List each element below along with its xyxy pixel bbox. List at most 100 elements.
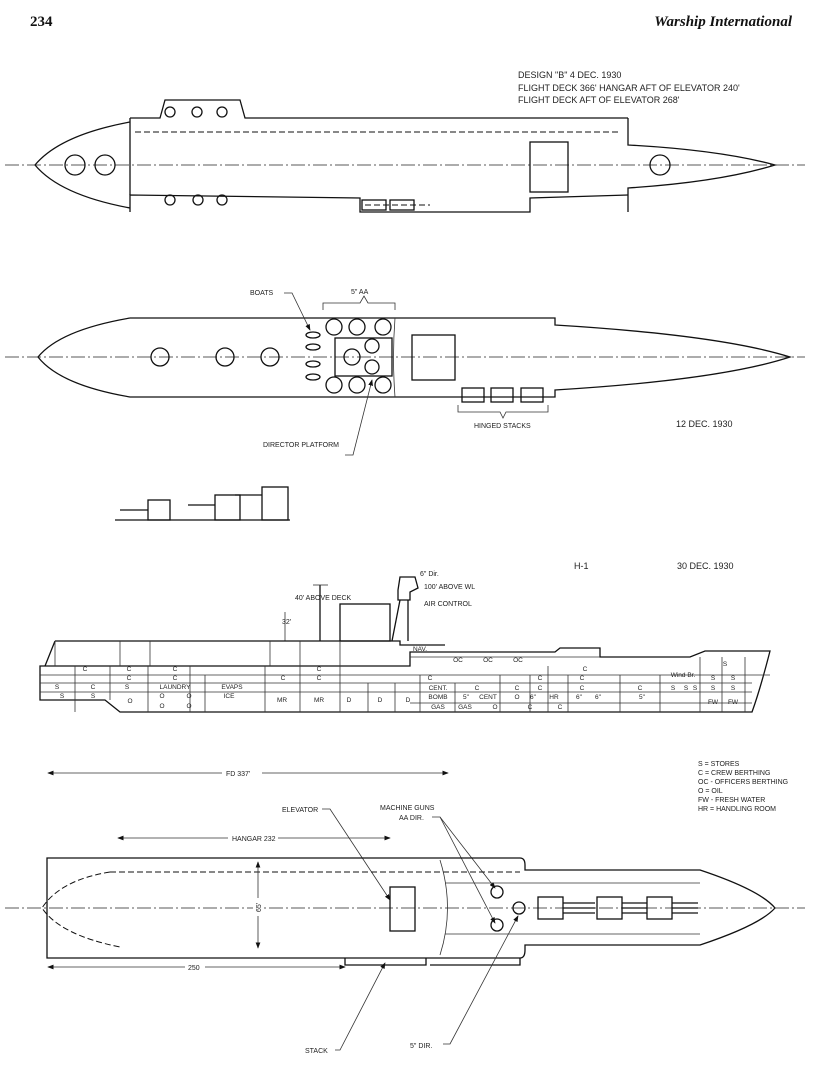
compartment-label: S (711, 675, 716, 682)
legend-item: HR = HANDLING ROOM (698, 806, 776, 813)
above-deck-label: 40' ABOVE DECK (295, 595, 352, 602)
h1-profile: H-1 30 DEC. 1930 6" Dir. 100' ABOVE WL A… (39, 561, 771, 713)
compartment-label: C (127, 675, 132, 682)
compartment-label: C (127, 666, 132, 673)
aa-guns-label: 5" AA (351, 289, 369, 296)
compartment-label: O (514, 694, 519, 701)
compartment-label: C (580, 685, 585, 692)
legend: S = STORES C = CREW BERTHING OC - OFFICE… (698, 761, 788, 813)
beam-label: 65' (256, 903, 263, 912)
compartment-label: C (538, 685, 543, 692)
compartment-label: C (173, 675, 178, 682)
turret-sketch (115, 486, 290, 521)
compartment-label: C (538, 675, 543, 682)
compartment-label: O (186, 693, 191, 700)
page-number: 234 (30, 14, 53, 30)
compartment-label: C (638, 685, 643, 692)
plan-view: FD 337' HANGAR 232 ELEVATOR MACHINE GUNS… (5, 768, 805, 1055)
compartment-label: D (378, 697, 383, 704)
director-label: 6" Dir. (420, 571, 439, 578)
gun-mounts (64, 106, 671, 206)
elevator-label: ELEVATOR (282, 807, 318, 814)
design-b-plan: DESIGN "B" 4 DEC. 1930 FLIGHT DECK 366' … (5, 70, 805, 213)
design-b-title-3: FLIGHT DECK AFT OF ELEVATOR 268' (518, 95, 680, 105)
compartment-label: MR (314, 697, 324, 704)
compartment-label: HR (549, 694, 559, 701)
compartment-label: Wind Br. (671, 672, 696, 679)
compartment-label: C (173, 666, 178, 673)
design-12dec-date: 12 DEC. 1930 (676, 419, 733, 429)
hangar-length-label: HANGAR 232 (232, 836, 276, 843)
compartment-label: S (671, 685, 676, 692)
height-above-wl-label: 100' ABOVE WL (424, 584, 475, 591)
aa-gun-mounts (325, 318, 392, 394)
compartment-label: S (731, 685, 736, 692)
length-250-label: 250 (188, 965, 200, 972)
compartment-label: C (281, 675, 286, 682)
compartment-label: S (91, 693, 96, 700)
design-b-title-1: DESIGN "B" 4 DEC. 1930 (518, 70, 621, 80)
stack-label: STACK (305, 1048, 328, 1055)
compartment-label: 6" (530, 694, 537, 701)
running-title: Warship International (654, 14, 792, 30)
compartment-label: O (159, 693, 164, 700)
compartment-label: 6" (576, 694, 583, 701)
legend-item: O = OIL (698, 788, 723, 795)
compartment-label: CENT (479, 694, 497, 701)
compartment-label: 6" (595, 694, 602, 701)
air-control-label: AIR CONTROL (424, 601, 472, 608)
compartment-label: OC (513, 657, 523, 664)
compartment-label: 5" (463, 694, 470, 701)
compartment-label: OC (453, 657, 463, 664)
flight-deck-length-label: FD 337' (226, 771, 250, 778)
compartment-label: C (580, 675, 585, 682)
compartment-label: S (723, 661, 728, 668)
aa-dir-label: AA DIR. (399, 815, 424, 822)
compartment-label: C (558, 704, 563, 711)
compartment-label: C (317, 675, 322, 682)
compartment-label: S (55, 684, 60, 691)
compartment-label: C (583, 666, 588, 673)
compartment-label: C (515, 685, 520, 692)
boats-label: BOATS (250, 290, 274, 297)
machine-guns-label: MACHINE GUNS (380, 805, 435, 812)
design-12dec-plan: BOATS 5" AA DIRECTOR PLATFORM HINGED STA… (5, 289, 805, 456)
compartment-label: O (159, 703, 164, 710)
legend-item: C = CREW BERTHING (698, 770, 770, 777)
height-32-label: 32' (282, 619, 291, 626)
legend-item: OC - OFFICERS BERTHING (698, 779, 788, 786)
hinged-stacks (457, 387, 549, 419)
compartment-label: S (711, 685, 716, 692)
compartment-label: GAS (431, 704, 445, 711)
design-b-title-2: FLIGHT DECK 366' HANGAR AFT OF ELEVATOR … (518, 83, 740, 93)
compartment-label: D (347, 697, 352, 704)
compartment-label: S (693, 685, 698, 692)
gun-turrets (537, 896, 698, 920)
compartment-label: O (127, 698, 132, 705)
compartment-label: C (83, 666, 88, 673)
compartment-label: S (60, 693, 65, 700)
compartment-label: O (186, 703, 191, 710)
compartment-label: GAS (458, 704, 472, 711)
compartment-label: FW (708, 699, 719, 706)
compartment-label: C (528, 704, 533, 711)
legend-item: FW - FRESH WATER (698, 797, 765, 804)
compartment-label: CENT. (429, 685, 448, 692)
compartment-label: 5" (639, 694, 646, 701)
compartment-label: FW (728, 699, 739, 706)
hinged-stacks-label: HINGED STACKS (474, 423, 531, 430)
compartment-label: ICE (224, 693, 236, 700)
h1-date: 30 DEC. 1930 (677, 561, 734, 571)
director-platform-label: DIRECTOR PLATFORM (263, 442, 339, 449)
compartment-label: MR (277, 697, 287, 704)
boats-icon (305, 331, 321, 381)
compartment-label: OC (483, 657, 493, 664)
director-5in-label: 5" DIR. (410, 1043, 432, 1050)
compartment-label: LAUNDRY (160, 684, 192, 691)
compartment-label: C (475, 685, 480, 692)
compartment-label: NAV. (413, 646, 427, 653)
compartment-label: BOMB (428, 694, 447, 701)
compartment-label: C (317, 666, 322, 673)
